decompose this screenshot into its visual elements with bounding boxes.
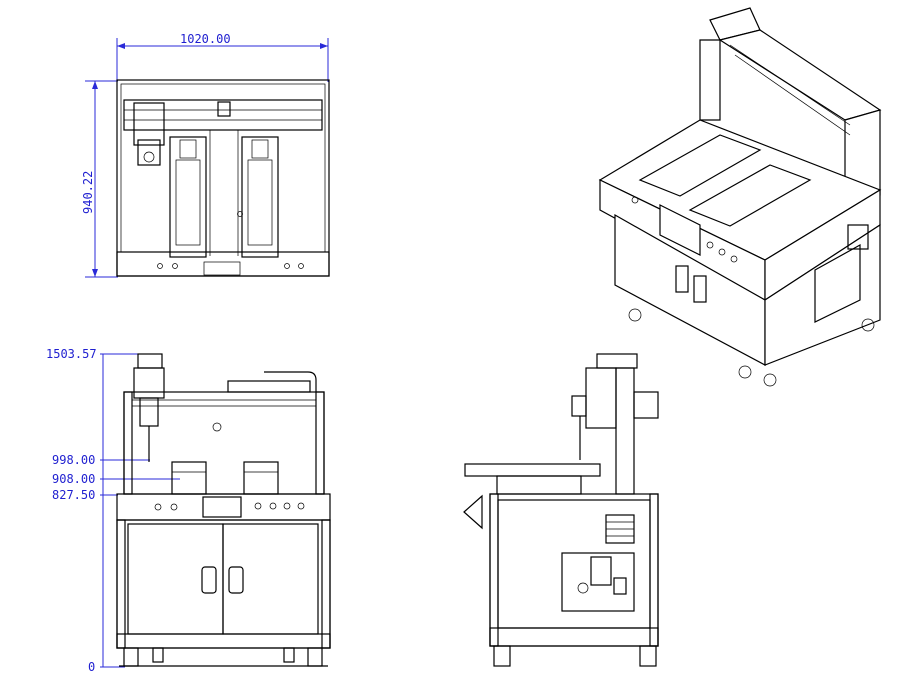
height-label-fixture: 908.00 bbox=[52, 472, 95, 486]
depth-dimension: 940.22 bbox=[81, 171, 95, 214]
height-label-top: 1503.57 bbox=[46, 347, 97, 361]
side-view bbox=[463, 353, 659, 667]
front-view: 1503.57 998.00 908.00 827.50 0 bbox=[46, 347, 331, 674]
width-dimension: 1020.00 bbox=[180, 32, 231, 46]
height-label-gun: 998.00 bbox=[52, 453, 95, 467]
height-label-table: 827.50 bbox=[52, 488, 95, 502]
height-label-floor: 0 bbox=[88, 660, 95, 674]
isometric-view bbox=[598, 7, 882, 387]
top-view: 1020.00 940.22 bbox=[81, 32, 330, 278]
